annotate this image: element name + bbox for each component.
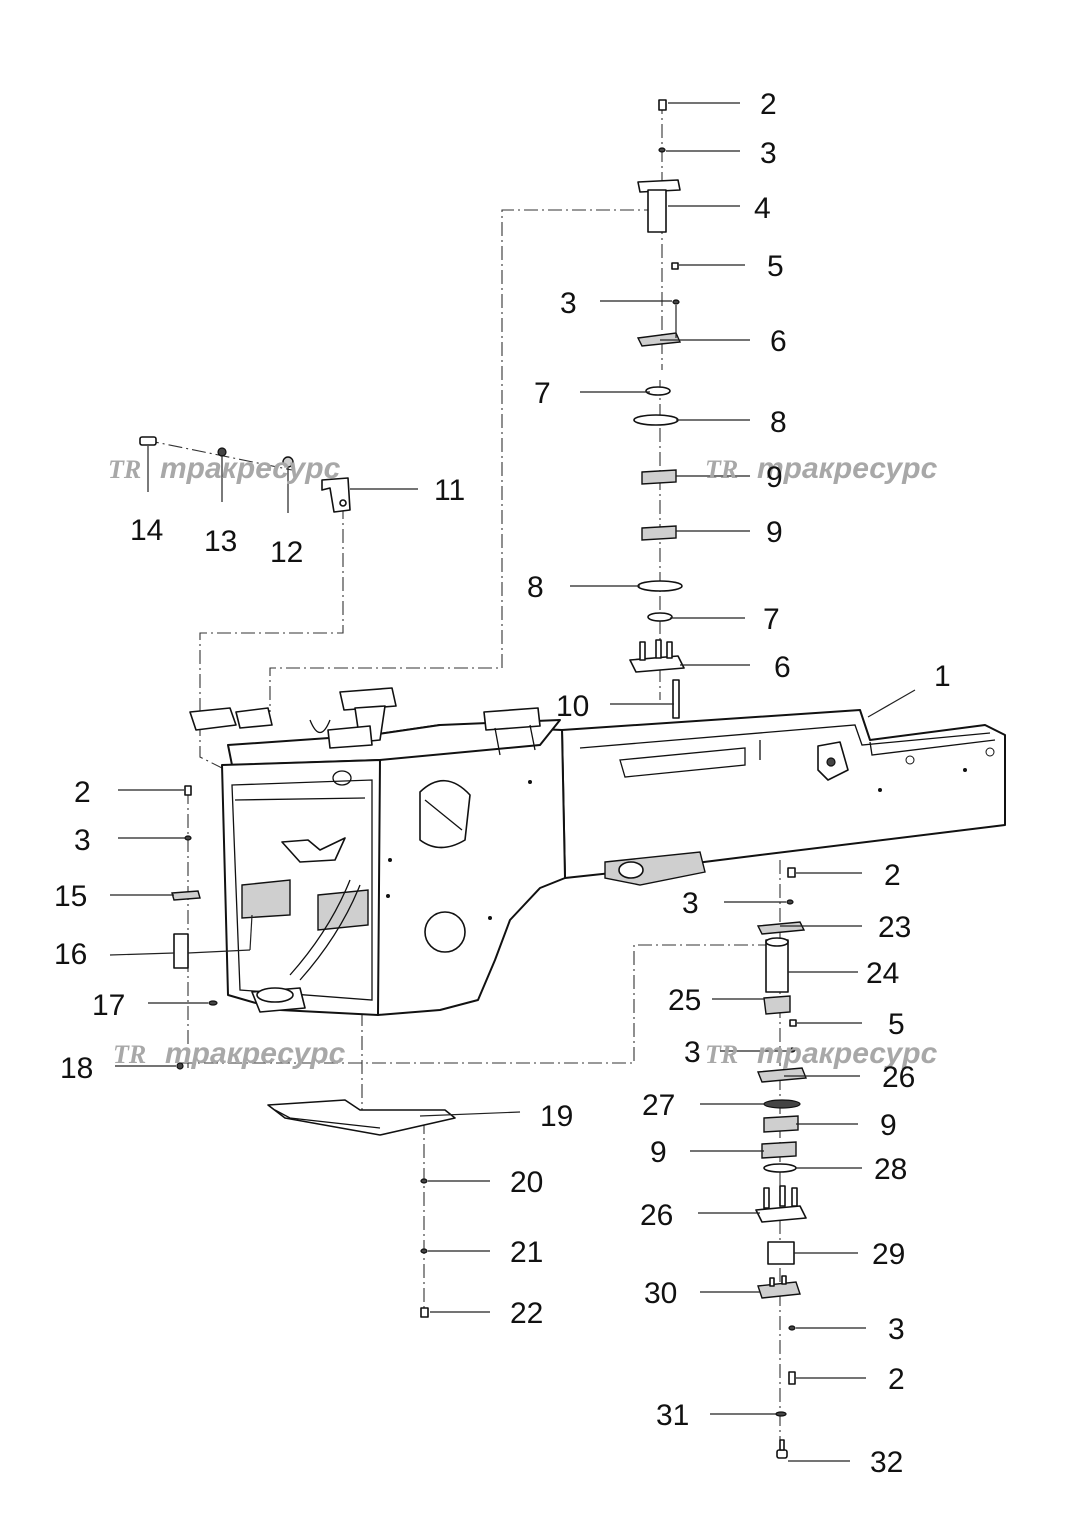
bracket-11-group — [139, 436, 351, 513]
callout-4: 4 — [754, 192, 771, 225]
callout-25: 25 — [668, 984, 701, 1017]
callout-3: 3 — [74, 824, 91, 857]
main-frame — [189, 687, 1006, 1016]
svg-text:тракресурс: тракресурс — [757, 1037, 938, 1070]
svg-text:тракресурс: тракресурс — [160, 452, 341, 485]
callout-12: 12 — [270, 536, 303, 569]
callout-26: 26 — [640, 1199, 673, 1232]
leader-lines — [109, 102, 916, 1462]
callout-3: 3 — [560, 287, 577, 320]
callout-3: 3 — [888, 1313, 905, 1346]
callout-3: 3 — [760, 137, 777, 170]
callout-2: 2 — [760, 88, 777, 121]
callout-5: 5 — [767, 250, 784, 283]
callout-28: 28 — [874, 1153, 907, 1186]
callout-31: 31 — [656, 1399, 689, 1432]
callout-19: 19 — [540, 1100, 573, 1133]
watermark-bottom-left: TR тракресурс — [113, 1037, 346, 1070]
callout-15: 15 — [54, 880, 87, 913]
callout-10: 10 — [556, 690, 589, 723]
callout-32: 32 — [870, 1446, 903, 1479]
svg-text:тракресурс: тракресурс — [165, 1037, 346, 1070]
svg-text:TR: TR — [705, 455, 738, 484]
callout-24: 24 — [866, 957, 899, 990]
callout-6: 6 — [770, 325, 787, 358]
svg-text:тракресурс: тракресурс — [757, 452, 938, 485]
callout-9: 9 — [880, 1109, 897, 1142]
svg-text:TR: TR — [108, 455, 141, 484]
callout-labels: 2 3 4 5 3 6 7 8 9 9 8 7 6 10 1 11 14 13 … — [54, 88, 951, 1479]
callout-29: 29 — [872, 1238, 905, 1271]
callout-22: 22 — [510, 1297, 543, 1330]
callout-17: 17 — [92, 989, 125, 1022]
callout-2: 2 — [888, 1363, 905, 1396]
guard-plate — [267, 1099, 456, 1318]
callout-13: 13 — [204, 525, 237, 558]
callout-27: 27 — [642, 1089, 675, 1122]
watermark-top-right: TR тракресурс — [705, 452, 938, 485]
callout-9: 9 — [766, 516, 783, 549]
svg-text:TR: TR — [113, 1040, 146, 1069]
callout-20: 20 — [510, 1166, 543, 1199]
callout-23: 23 — [878, 911, 911, 944]
callout-9: 9 — [650, 1136, 667, 1169]
callout-8: 8 — [527, 571, 544, 604]
callout-14: 14 — [130, 514, 163, 547]
callout-8: 8 — [770, 406, 787, 439]
callout-5: 5 — [888, 1008, 905, 1041]
svg-text:TR: TR — [705, 1040, 738, 1069]
callout-18: 18 — [60, 1052, 93, 1085]
lower-pivot-stack — [755, 867, 807, 1459]
callout-16: 16 — [54, 938, 87, 971]
callout-30: 30 — [644, 1277, 677, 1310]
watermark-top-left: TR тракресурс — [108, 452, 341, 485]
callout-2: 2 — [74, 776, 91, 809]
callout-2: 2 — [884, 859, 901, 892]
left-pin-stack — [171, 785, 218, 1070]
callout-11: 11 — [434, 474, 465, 507]
callout-26: 26 — [882, 1061, 915, 1094]
watermark-bottom-right: TR тракресурс — [705, 1037, 938, 1070]
callout-7: 7 — [534, 377, 551, 410]
callout-3: 3 — [684, 1036, 701, 1069]
callout-3: 3 — [682, 887, 699, 920]
callout-7: 7 — [763, 603, 780, 636]
callout-1: 1 — [934, 660, 951, 693]
callout-9: 9 — [766, 461, 783, 494]
upper-pivot-stack — [629, 99, 685, 719]
callout-21: 21 — [510, 1236, 543, 1269]
callout-6: 6 — [774, 651, 791, 684]
